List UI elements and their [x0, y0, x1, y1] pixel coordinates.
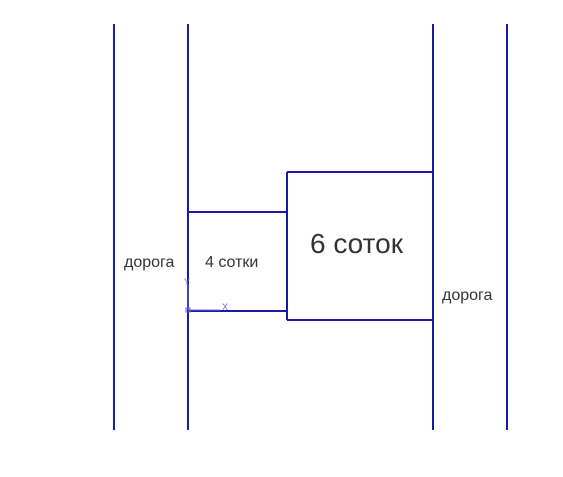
plot-small-label: 4 сотки — [205, 254, 258, 271]
plot-big-label: 6 соток — [310, 228, 404, 259]
axis-x-label: X — [222, 302, 228, 312]
axis-y-label: Y — [184, 277, 190, 287]
ucs-axis-icon: X Y — [184, 277, 228, 313]
road-right-label-text: дорога — [442, 287, 493, 304]
road-left-label: дорога — [116, 244, 187, 278]
road-right-label: дорога — [435, 275, 506, 309]
road-left-label-text: дорога — [124, 254, 175, 271]
